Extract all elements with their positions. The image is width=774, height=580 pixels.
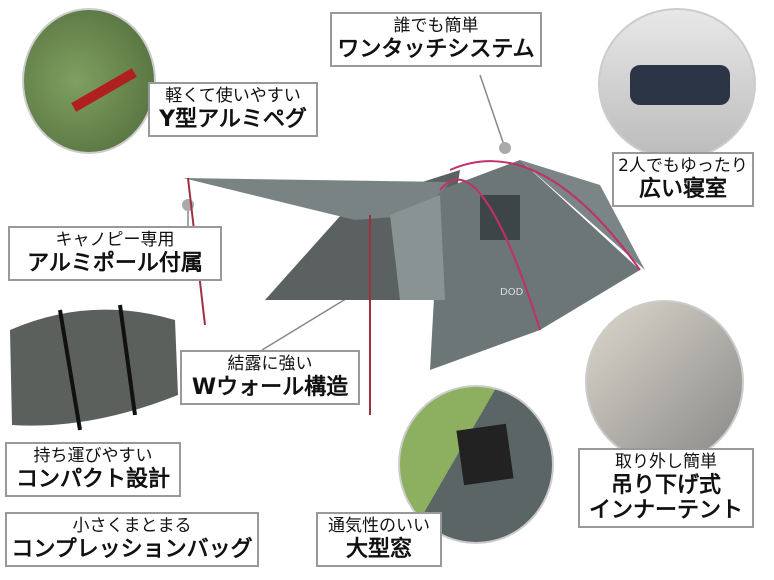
feature-label-compact: 持ち運びやすいコンパクト設計 <box>5 442 181 497</box>
feature-label-canopy-pole: キャノピー専用アルミポール付属 <box>8 226 222 281</box>
pointer-dot <box>499 142 511 154</box>
feature-label-bag: 小さくまとまるコンプレッションバッグ <box>5 512 259 567</box>
feature-label-inner-tent: 取り外し簡単吊り下げ式インナーテント <box>578 448 754 529</box>
feature-label-window: 通気性のいい大型窓 <box>316 512 442 567</box>
peg-photo <box>22 8 156 154</box>
feature-label-bedroom: 2人でもゆったり広い寝室 <box>612 152 754 207</box>
feature-label-one-touch: 誰でも簡単ワンタッチシステム <box>330 12 542 67</box>
compression-bag <box>10 304 178 431</box>
tent: DOD <box>183 160 645 415</box>
sleeping-room-photo <box>598 8 756 160</box>
brand-logo: DOD <box>500 287 524 298</box>
inner-tent-photo <box>585 300 744 464</box>
